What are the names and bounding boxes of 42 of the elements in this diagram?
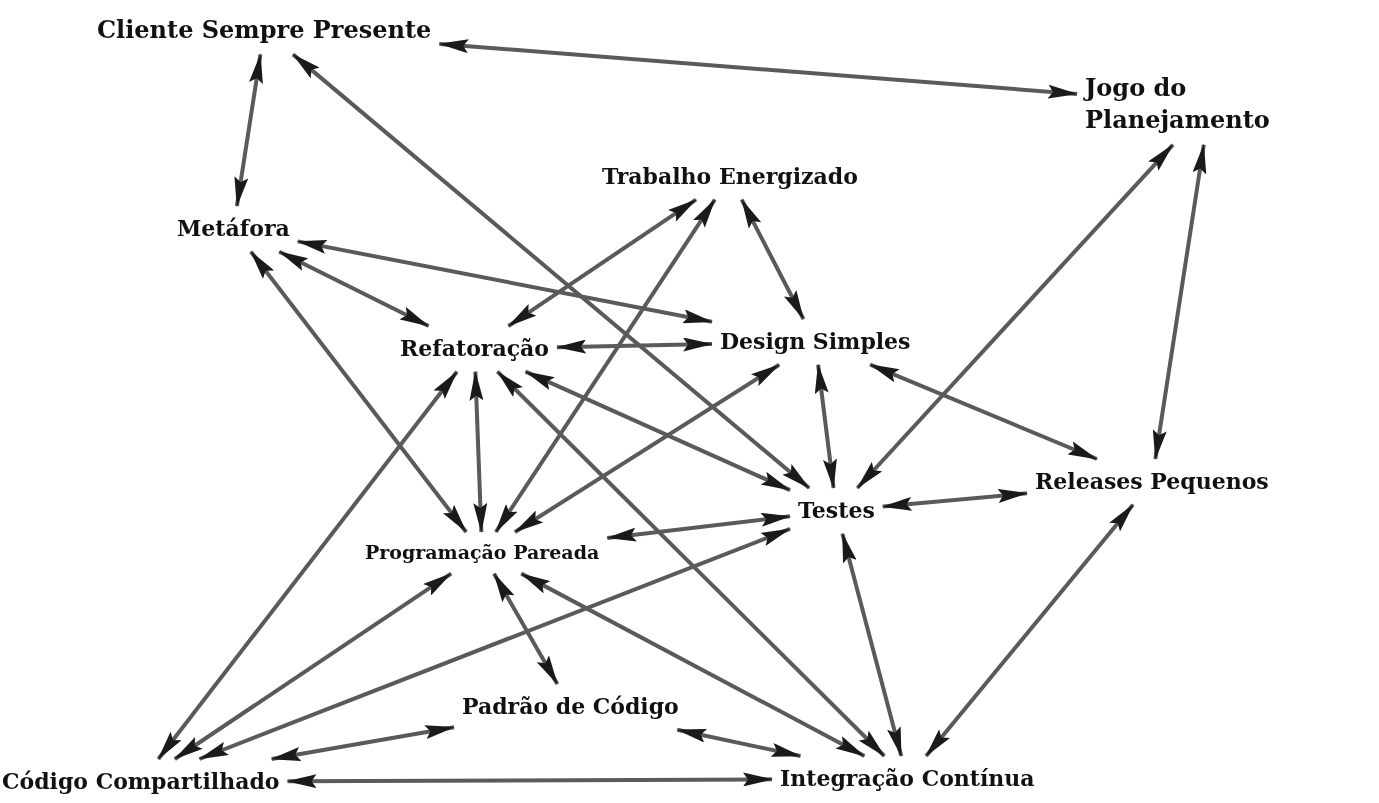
double-arrow <box>278 249 430 328</box>
double-arrow <box>496 370 886 758</box>
double-arrow <box>507 198 698 328</box>
double-arrow <box>291 52 811 490</box>
practice-label: Trabalho Energizado <box>600 160 860 194</box>
double-arrow <box>556 337 713 354</box>
double-arrow <box>286 772 773 789</box>
double-arrow <box>739 198 806 320</box>
double-arrow <box>494 198 717 534</box>
double-arrow <box>924 503 1135 758</box>
practice-label: Programação Pareada <box>363 538 602 568</box>
double-arrow <box>881 489 1028 511</box>
double-arrow <box>869 362 1098 461</box>
double-arrow <box>156 370 459 761</box>
practice-label: Design Simples <box>718 325 913 359</box>
double-arrow <box>198 527 791 761</box>
double-arrow <box>234 53 263 207</box>
double-arrow <box>492 572 560 685</box>
practice-label: Refatoração <box>398 332 551 366</box>
double-arrow <box>840 532 904 757</box>
practice-label: Metáfora <box>175 212 292 246</box>
double-arrow <box>524 369 791 492</box>
double-arrow <box>855 143 1175 490</box>
double-arrow <box>296 239 713 324</box>
double-arrow <box>606 512 791 542</box>
double-arrow <box>520 571 866 758</box>
practice-label: Testes <box>796 494 877 528</box>
practice-label: Padrão de Código <box>460 690 681 724</box>
double-arrow <box>676 727 802 758</box>
double-arrow <box>173 571 453 761</box>
double-arrow <box>469 370 488 533</box>
double-arrow <box>270 725 455 761</box>
double-arrow <box>1152 143 1207 460</box>
double-arrow <box>513 363 781 534</box>
practice-label: Código Compartilhado <box>0 765 282 799</box>
practice-label: Integração Contínua <box>778 762 1037 796</box>
practice-label: Cliente Sempre Presente <box>95 12 434 49</box>
double-arrow <box>814 363 837 489</box>
double-arrow <box>438 39 1078 99</box>
practice-label: Releases Pequenos <box>1033 465 1271 499</box>
double-arrow <box>249 250 468 534</box>
practice-label: Jogo do Planejamento <box>1083 70 1337 139</box>
